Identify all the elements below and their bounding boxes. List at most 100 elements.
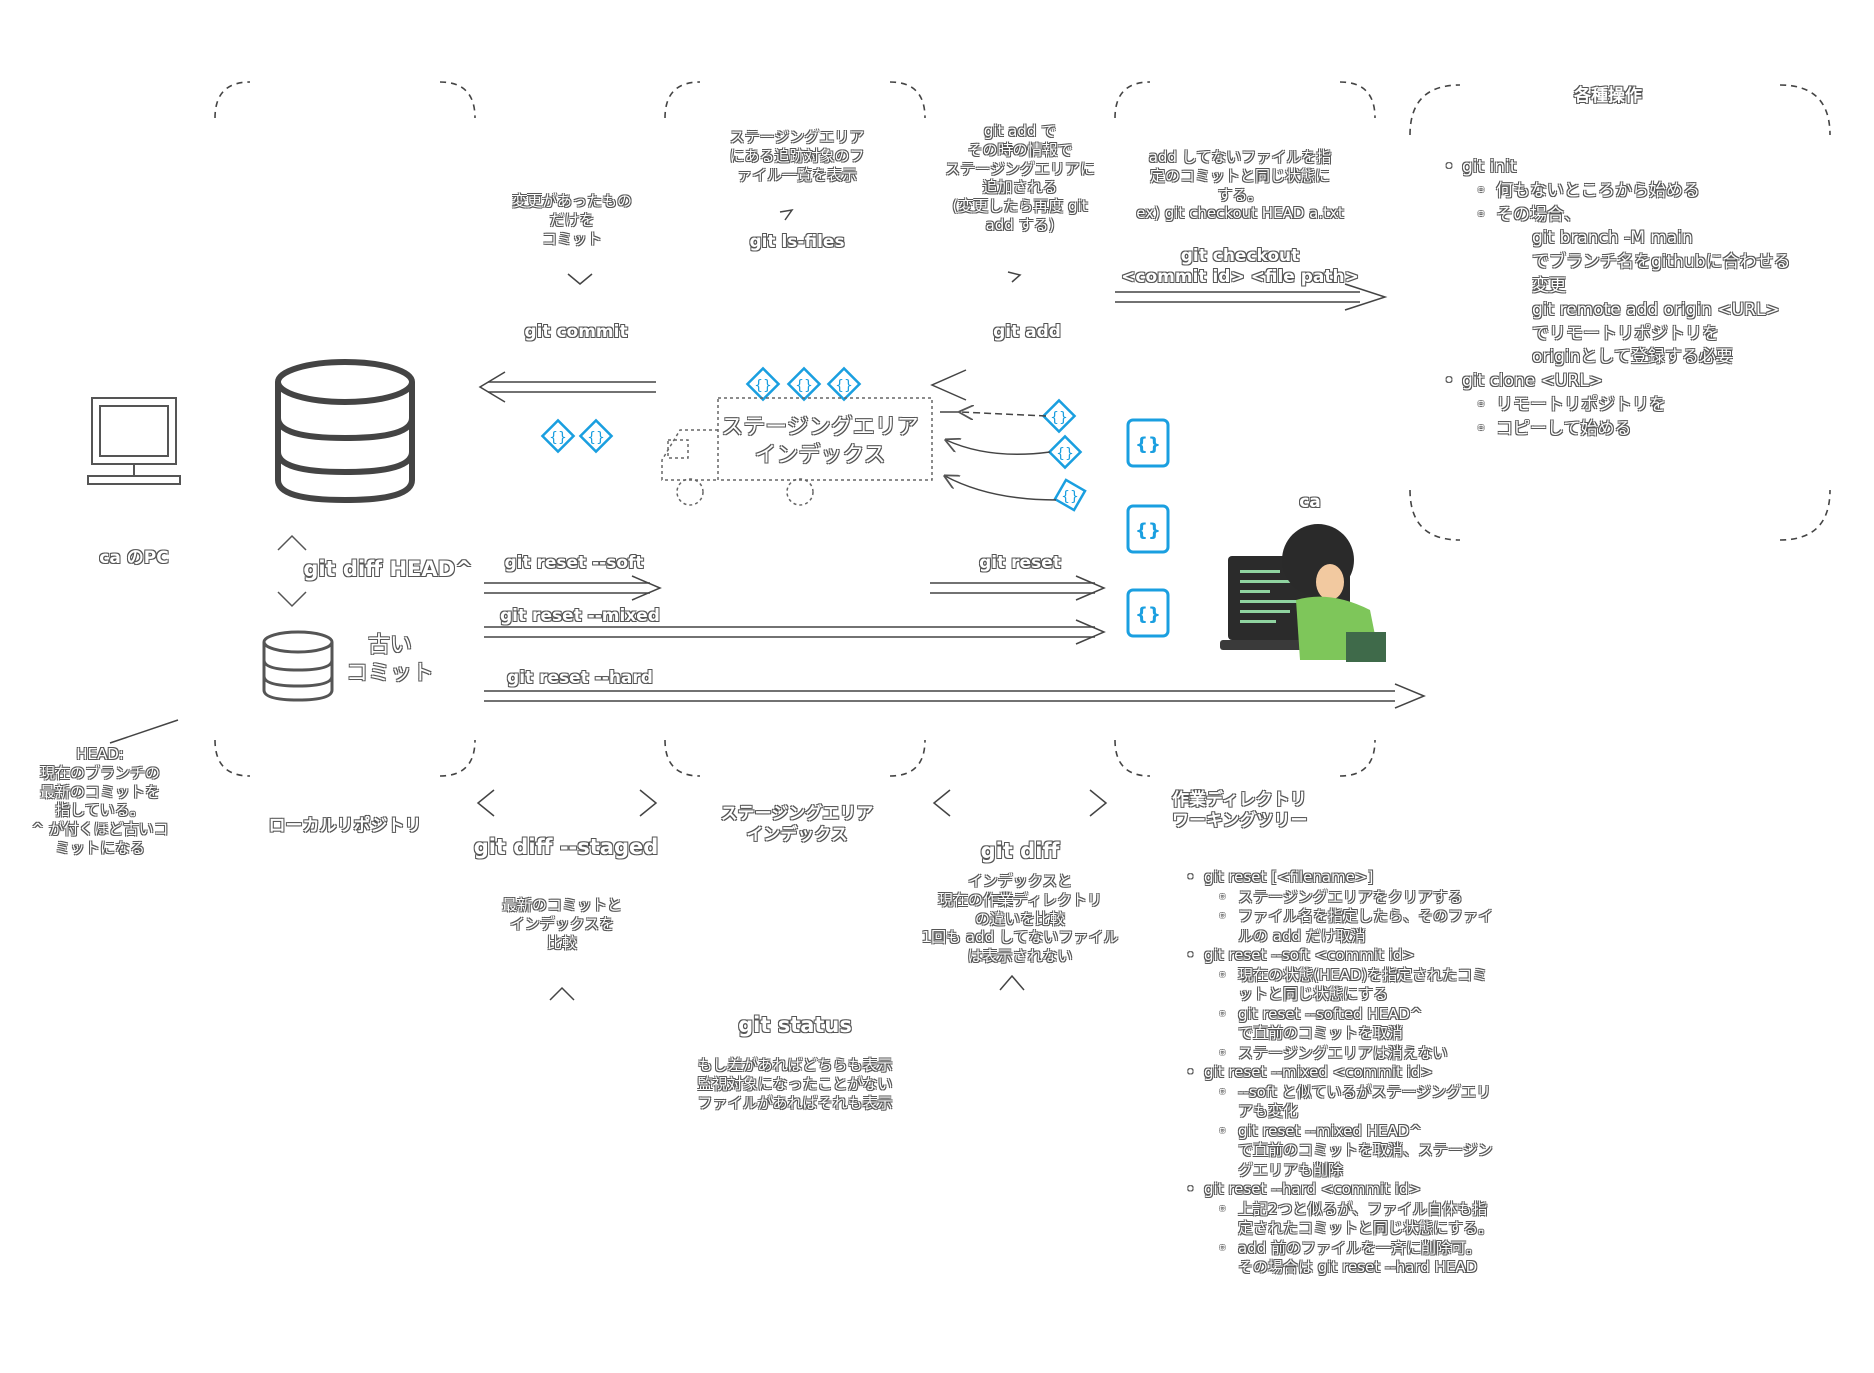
diff-head-label: git diff HEAD^ bbox=[303, 557, 473, 581]
reset-mixed-label: git reset --mixed bbox=[500, 606, 660, 626]
database-icon-small bbox=[262, 630, 334, 702]
svg-text:{}: {} bbox=[549, 430, 567, 446]
file-diamond-icon: {} bbox=[1047, 434, 1083, 470]
code-file-icons: {} {} {} bbox=[1126, 418, 1170, 638]
svg-text:{}: {} bbox=[1135, 434, 1161, 455]
list-item: git reset --hard <commit id> bbox=[1182, 1180, 1493, 1200]
reset-hard-label: git reset --hard bbox=[507, 668, 653, 688]
list-item: その場合、 bbox=[1440, 204, 1791, 228]
staging-title: ステージングエリア インデックス bbox=[720, 804, 874, 846]
svg-text:{}: {} bbox=[835, 378, 853, 394]
arrow-add bbox=[930, 369, 1057, 501]
truck-icon bbox=[661, 397, 933, 506]
artifacts-title: 各種操作 bbox=[1574, 86, 1642, 106]
add-desc: git add で その時の情報で ステージングエリアに 追加される (変更した… bbox=[945, 122, 1095, 234]
caret-diff bbox=[999, 974, 1025, 991]
arrow-reset-mixed bbox=[484, 619, 1106, 645]
user-label: ca bbox=[1299, 492, 1321, 512]
list-item: 現在の状態(HEAD)を指定されたコミ ットと同じ状態にする bbox=[1182, 966, 1493, 1005]
svg-text:{}: {} bbox=[1056, 446, 1074, 462]
list-item: git reset --mixed <commit id> bbox=[1182, 1063, 1493, 1083]
person-at-computer-icon bbox=[1220, 524, 1386, 662]
file-diamond-icon: {} bbox=[1053, 478, 1087, 512]
pointer-add bbox=[1007, 271, 1022, 283]
reset-soft-label: git reset --soft bbox=[504, 553, 644, 573]
ls-files-command: git ls-files bbox=[749, 232, 845, 252]
reset-label: git reset bbox=[979, 553, 1061, 573]
local-repo-title: ローカルリポジトリ bbox=[268, 816, 422, 836]
svg-text:{}: {} bbox=[1135, 604, 1161, 625]
list-item: git reset [<filename>] bbox=[1182, 868, 1493, 888]
svg-text:{}: {} bbox=[1135, 520, 1161, 541]
svg-text:{}: {} bbox=[587, 430, 605, 446]
list-item: git clone <URL> bbox=[1440, 370, 1791, 394]
code-file-icon: {} bbox=[1126, 504, 1170, 554]
status-command: git status bbox=[738, 1013, 852, 1037]
svg-text:{}: {} bbox=[754, 378, 772, 394]
pc-label: ca のPC bbox=[99, 548, 169, 568]
list-item: git remote add origin <URL> bbox=[1532, 299, 1780, 320]
code-file-icon: {} bbox=[1126, 418, 1170, 468]
file-diamond-icons: {} {} {} {} {} {} {} {} bbox=[540, 366, 1087, 512]
list-item: git reset --soft <commit id> bbox=[1182, 946, 1493, 966]
diff-staged-desc: 最新のコミットと インデックスを 比較 bbox=[501, 896, 623, 952]
file-diamond-icon: {} bbox=[578, 418, 614, 454]
working-title: 作業ディレクトリ ワーキングツリー bbox=[1172, 790, 1308, 832]
list-item: コピーして始める bbox=[1440, 418, 1791, 442]
status-desc: もし差があればどちらも表示 監視対象になったことがない ファイルがあればそれも表… bbox=[697, 1056, 893, 1112]
add-command: git add bbox=[993, 322, 1061, 342]
arrow-reset bbox=[930, 575, 1106, 601]
head-note: HEAD: 現在のブランチの 最新のコミットを 指している。 ^ が付くほど古い… bbox=[31, 745, 169, 857]
arrow-reset-hard bbox=[484, 683, 1426, 709]
file-diamond-icon: {} bbox=[540, 418, 576, 454]
list-item: git init bbox=[1440, 156, 1791, 180]
commit-command: git commit bbox=[524, 322, 628, 342]
arrow-commit bbox=[478, 371, 656, 403]
file-diamond-icon: {} bbox=[786, 366, 822, 402]
list-item: git reset --softed HEAD^ で直前のコミットを取消 bbox=[1182, 1005, 1493, 1044]
list-item: 上記2つと似るが、ファイル自体も指 定されたコミットと同じ状態にする。 bbox=[1182, 1200, 1493, 1239]
pointer-commit bbox=[567, 273, 593, 285]
list-item: ファイル名を指定したら、そのファイ ルの add だけ取消 bbox=[1182, 907, 1493, 946]
list-item: git branch -M main bbox=[1532, 228, 1693, 249]
list-item: でブランチ名をgithubに合わせる bbox=[1532, 252, 1791, 273]
list-item: ステージングエリアは消えない bbox=[1182, 1044, 1493, 1064]
list-item: --soft と似ているがステージングエリ アも変化 bbox=[1182, 1083, 1493, 1122]
database-icon bbox=[275, 359, 415, 504]
caret-diff-staged bbox=[549, 986, 575, 1001]
pointer-ls-files bbox=[779, 208, 794, 221]
svg-text:{}: {} bbox=[1061, 489, 1079, 505]
list-item: ステージングエリアをクリアする bbox=[1182, 888, 1493, 908]
list-item: 変更 bbox=[1532, 275, 1566, 296]
code-file-icon: {} bbox=[1126, 588, 1170, 638]
list-item: originとして登録する必要 bbox=[1532, 347, 1733, 368]
checkout-desc: add してないファイルを指 定のコミットと同じ状態に する。 ex) git … bbox=[1136, 148, 1344, 223]
list-item: 何もないところから始める bbox=[1440, 180, 1791, 204]
list-item: リモートリポジトリを bbox=[1440, 394, 1791, 418]
truck-label: ステージングエリア インデックス bbox=[721, 415, 919, 468]
svg-text:{}: {} bbox=[795, 378, 813, 394]
arrow-checkout bbox=[1115, 283, 1388, 311]
arrows bbox=[109, 208, 1426, 1001]
commit-desc: 変更があったもの だけを コミット bbox=[511, 192, 633, 248]
file-diamond-icon: {} bbox=[1041, 398, 1077, 434]
reset-list: git reset [<filename>]ステージングエリアをクリアするファイ… bbox=[1182, 868, 1493, 1278]
artifacts-list: git init何もないところから始めるその場合、git branch -M m… bbox=[1440, 156, 1791, 442]
monitor-icon bbox=[87, 397, 181, 485]
file-diamond-icon: {} bbox=[745, 366, 781, 402]
arrow-reset-soft bbox=[484, 575, 662, 601]
diff-desc: インデックスと 現在の作業ディレクトリ の違いを比較 1回も add してないフ… bbox=[921, 872, 1119, 965]
svg-text:{}: {} bbox=[1050, 410, 1068, 426]
diff-staged-command: git diff --staged bbox=[473, 835, 659, 859]
old-commit-label: 古い コミット bbox=[345, 633, 435, 686]
list-item: add 前のファイルを一斉に削除可。 その場合は git reset --har… bbox=[1182, 1239, 1493, 1278]
diff-command: git diff bbox=[980, 839, 1060, 863]
chevrons-diff-staged bbox=[476, 789, 658, 817]
ls-files-desc: ステージングエリア にある追跡対象のフ ァイル一覧を表示 bbox=[729, 128, 865, 184]
list-item: git reset --mixed HEAD^ で直前のコミットを取消、ステージ… bbox=[1182, 1122, 1493, 1181]
checkout-command: git checkout <commit id> <file path> bbox=[1121, 246, 1359, 288]
chevrons-diff bbox=[932, 789, 1108, 817]
pointer-head-note bbox=[109, 719, 179, 744]
chevron-up-down-icon bbox=[277, 534, 307, 608]
